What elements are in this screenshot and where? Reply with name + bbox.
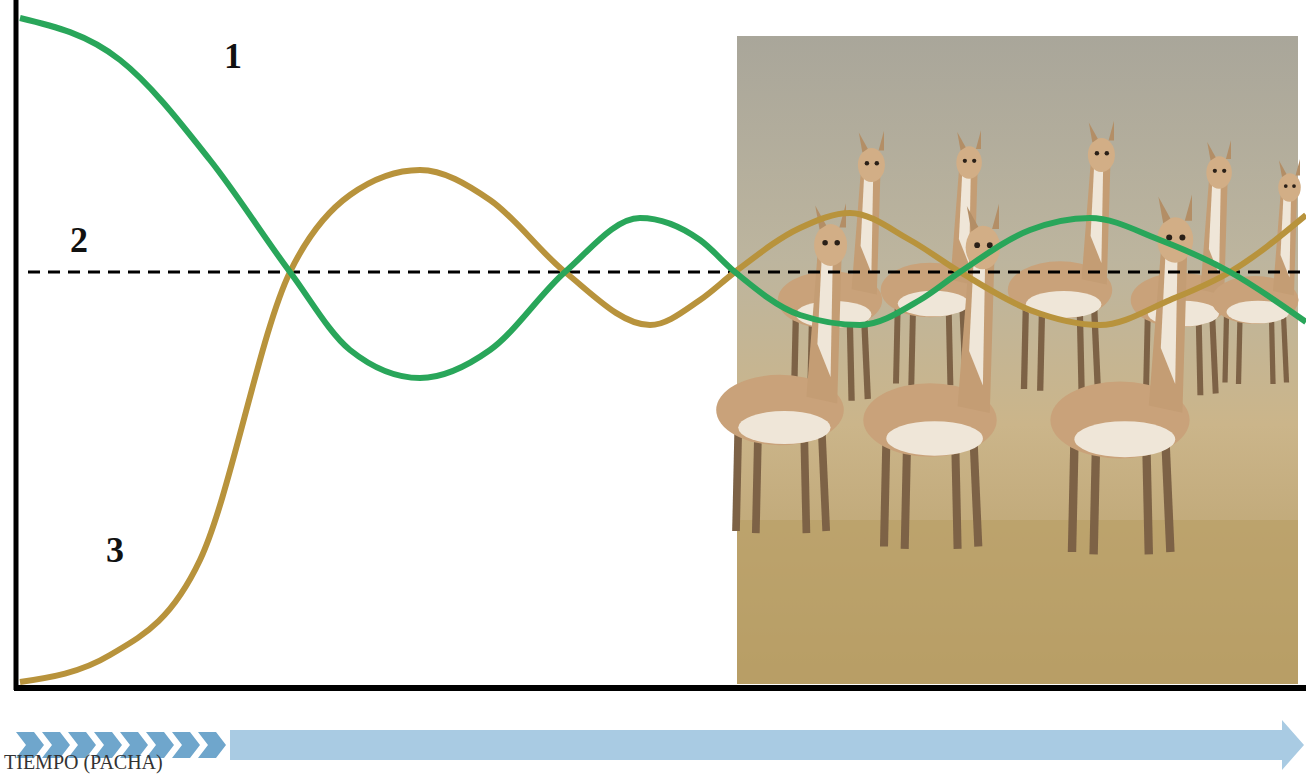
y-axis	[14, 0, 19, 690]
photo-grass	[737, 520, 1298, 684]
population-curve	[20, 170, 1306, 682]
curve-number: 1	[222, 38, 244, 74]
time-arrow	[16, 720, 1304, 770]
vicuna-herd	[716, 121, 1301, 555]
equilibrium-line	[28, 271, 1306, 274]
curve-number: 2	[68, 222, 90, 258]
x-axis	[14, 685, 1306, 691]
axis-label: TIEMPO (PACHA)	[4, 752, 163, 772]
curve-number: 3	[104, 532, 126, 568]
resource-curve	[20, 18, 1306, 378]
